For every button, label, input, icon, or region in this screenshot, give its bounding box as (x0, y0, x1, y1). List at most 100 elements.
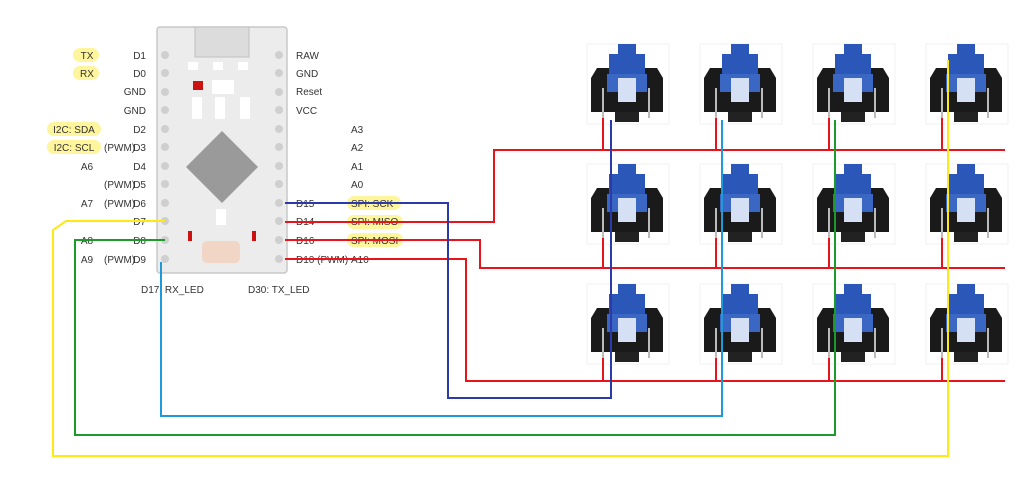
label-highlight (73, 48, 99, 62)
led-red (193, 81, 203, 90)
wire-col-4 (52, 60, 949, 457)
led-red (188, 231, 192, 241)
switch-stem-top (835, 54, 871, 74)
pin-name-gnd: GND (124, 106, 146, 117)
key-switch (812, 163, 896, 245)
pin-func-pwm: (PWM) (104, 255, 135, 266)
key-switch (586, 163, 670, 245)
wires (52, 60, 1005, 457)
key-switch (925, 43, 1009, 125)
mcu-chip (186, 131, 258, 203)
switch-spring (844, 78, 862, 102)
component (212, 80, 234, 94)
switch-stem (618, 284, 636, 296)
pin-name-d9: D9 (133, 255, 146, 266)
switch-spring (618, 318, 636, 342)
key-switch (699, 43, 783, 125)
wire-row-3 (285, 258, 1005, 382)
label-highlight (73, 66, 99, 80)
switch-stem-top (835, 294, 871, 314)
pin-name-d0: D0 (133, 69, 146, 80)
pin-hole (161, 162, 169, 170)
switch-stem (844, 44, 862, 56)
switch-stem-top (948, 174, 984, 194)
pin-tag-tx: TX (81, 51, 94, 62)
switch-spring (957, 318, 975, 342)
pin-func-a0: A0 (351, 180, 364, 191)
pin-name-d10: D10 (PWM) (296, 255, 348, 266)
pin-tag-a8: A8 (81, 236, 94, 247)
switch-stem (844, 164, 862, 176)
pin-tag-rx: RX (80, 69, 94, 80)
switch-stem-top (722, 294, 758, 314)
right-pin-labels: RAW GND Reset VCC A3 A2 A1 A0 D15 SPI: S… (296, 51, 403, 266)
switch-stem-top (609, 54, 645, 74)
switch-stem-top (722, 174, 758, 194)
pin-hole (275, 199, 283, 207)
pin-func-a3: A3 (351, 125, 364, 136)
pin-name-d2: D2 (133, 125, 146, 136)
pin-func-pwm: (PWM) (104, 180, 135, 191)
pin-hole (161, 125, 169, 133)
pin-name-d8: D8 (133, 236, 146, 247)
switch-stem-top (722, 54, 758, 74)
pin-hole (275, 51, 283, 59)
pin-hole (275, 69, 283, 77)
component (240, 97, 250, 119)
wire-col-1 (285, 120, 612, 399)
label-highlight (47, 122, 101, 136)
pin-hole (275, 106, 283, 114)
pin-func-pwm: (PWM) (104, 199, 135, 210)
switch-spring (731, 318, 749, 342)
switch-stem (618, 164, 636, 176)
switch-stem-top (948, 294, 984, 314)
key-switch (812, 43, 896, 125)
pin-hole (161, 106, 169, 114)
pin-hole (161, 180, 169, 188)
switch-spring (844, 318, 862, 342)
pin-name-d15: D15 (296, 199, 315, 210)
pin-hole (275, 236, 283, 244)
switch-stem (731, 44, 749, 56)
tx-led-label: D30: TX_LED (248, 285, 310, 296)
pin-tag-a6: A6 (81, 162, 94, 173)
pin-hole (161, 143, 169, 151)
pin-hole (161, 199, 169, 207)
component (216, 209, 226, 225)
switch-stem (731, 164, 749, 176)
key-switch (586, 283, 670, 365)
pin-hole (161, 255, 169, 263)
component (213, 62, 223, 70)
switch-stem-top (835, 174, 871, 194)
key-switch (925, 163, 1009, 245)
component (215, 97, 225, 119)
key-switch (699, 163, 783, 245)
pin-name-d16: D16 (296, 236, 315, 247)
switch-spring (618, 78, 636, 102)
switch-base (841, 352, 865, 362)
pin-name-vcc: VCC (296, 106, 317, 117)
pin-name-d1: D1 (133, 51, 146, 62)
label-highlight (47, 140, 101, 154)
rx-led-label: D17: RX_LED (141, 285, 204, 296)
pin-name-raw: RAW (296, 51, 320, 62)
switch-base (841, 232, 865, 242)
key-switch (586, 43, 670, 125)
pin-hole (275, 125, 283, 133)
switch-spring (957, 78, 975, 102)
wire-row-2 (285, 239, 1005, 269)
switch-stem-top (948, 54, 984, 74)
pin-hole (275, 180, 283, 188)
pin-name-d5: D5 (133, 180, 146, 191)
key-switch (699, 283, 783, 365)
switch-base (841, 112, 865, 122)
pin-name-reset: Reset (296, 87, 322, 98)
right-pin-column (275, 51, 283, 263)
pro-micro-board (156, 26, 288, 274)
pin-tag-a7: A7 (81, 199, 94, 210)
pin-func-pwm: (PWM) (104, 143, 135, 154)
pin-name-gnd: GND (296, 69, 318, 80)
pin-hole (161, 51, 169, 59)
switch-base (954, 112, 978, 122)
